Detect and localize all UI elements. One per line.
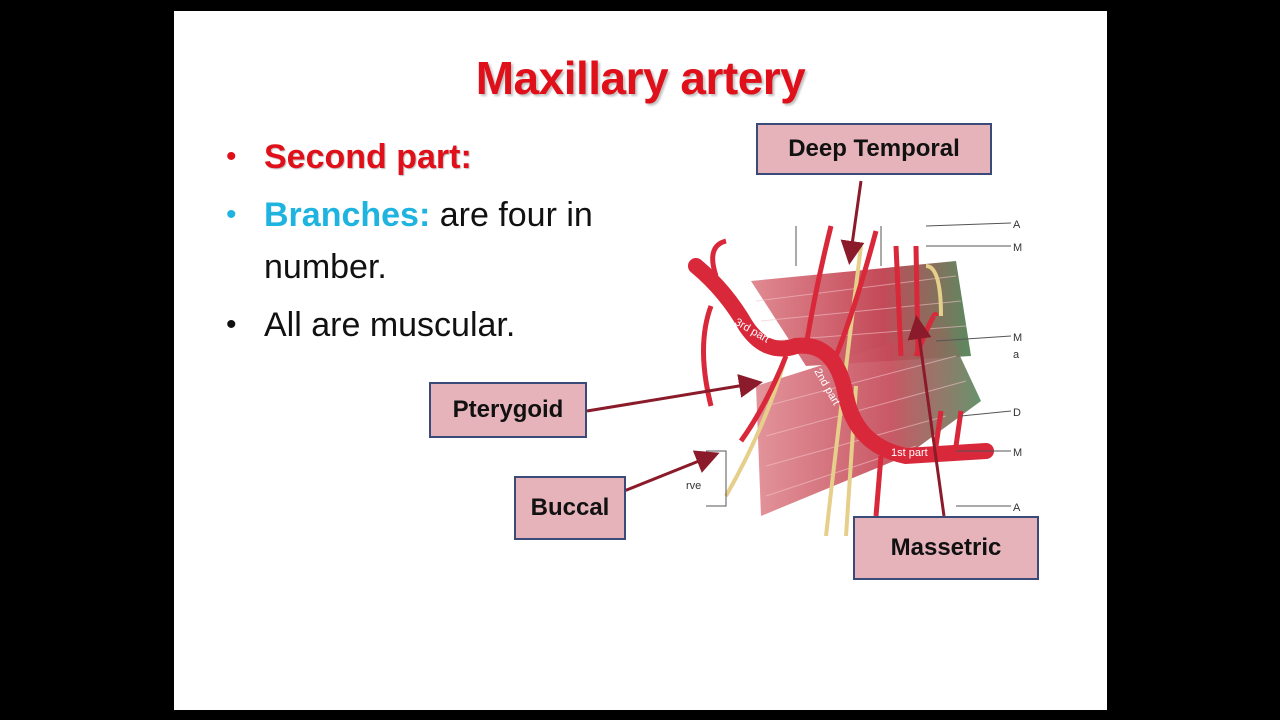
label-deep-temporal: Deep Temporal bbox=[756, 123, 992, 175]
side-label: M bbox=[1013, 242, 1022, 254]
bullet-text: are four in number. bbox=[264, 196, 593, 286]
bullet-text: All are muscular. bbox=[264, 306, 516, 344]
bullet-dot: • bbox=[226, 198, 237, 231]
label-buccal: Buccal bbox=[514, 476, 626, 540]
nerve-label: rve bbox=[686, 480, 701, 492]
bullet-muscular: • All are muscular. bbox=[226, 299, 646, 351]
artery-label-first: 1st part bbox=[891, 447, 928, 459]
bullet-second-part: • Second part: bbox=[226, 131, 646, 183]
side-label: D bbox=[1013, 407, 1021, 419]
bullet-list: • Second part: • Branches: are four in n… bbox=[226, 131, 646, 357]
label-masseteric: Massetric bbox=[853, 516, 1039, 580]
bullet-lead: Second part: bbox=[264, 138, 472, 176]
side-label: M bbox=[1013, 332, 1022, 344]
bullet-branches: • Branches: are four in number. bbox=[226, 189, 646, 293]
slide-title: Maxillary artery bbox=[475, 52, 806, 104]
side-label: A bbox=[1013, 502, 1021, 514]
anatomy-figure: 3rd part 2nd part 1st part A M M a D M A… bbox=[686, 219, 1022, 536]
bullet-dot: • bbox=[226, 140, 237, 173]
bullet-lead: Branches: bbox=[264, 196, 431, 234]
slide: Maxillary artery • Second part: • Branch… bbox=[174, 11, 1107, 710]
side-label: M bbox=[1013, 447, 1022, 459]
label-pterygoid: Pterygoid bbox=[429, 382, 587, 438]
side-label: a bbox=[1013, 349, 1020, 361]
side-label: A bbox=[1013, 219, 1021, 231]
bullet-dot: • bbox=[226, 308, 237, 341]
